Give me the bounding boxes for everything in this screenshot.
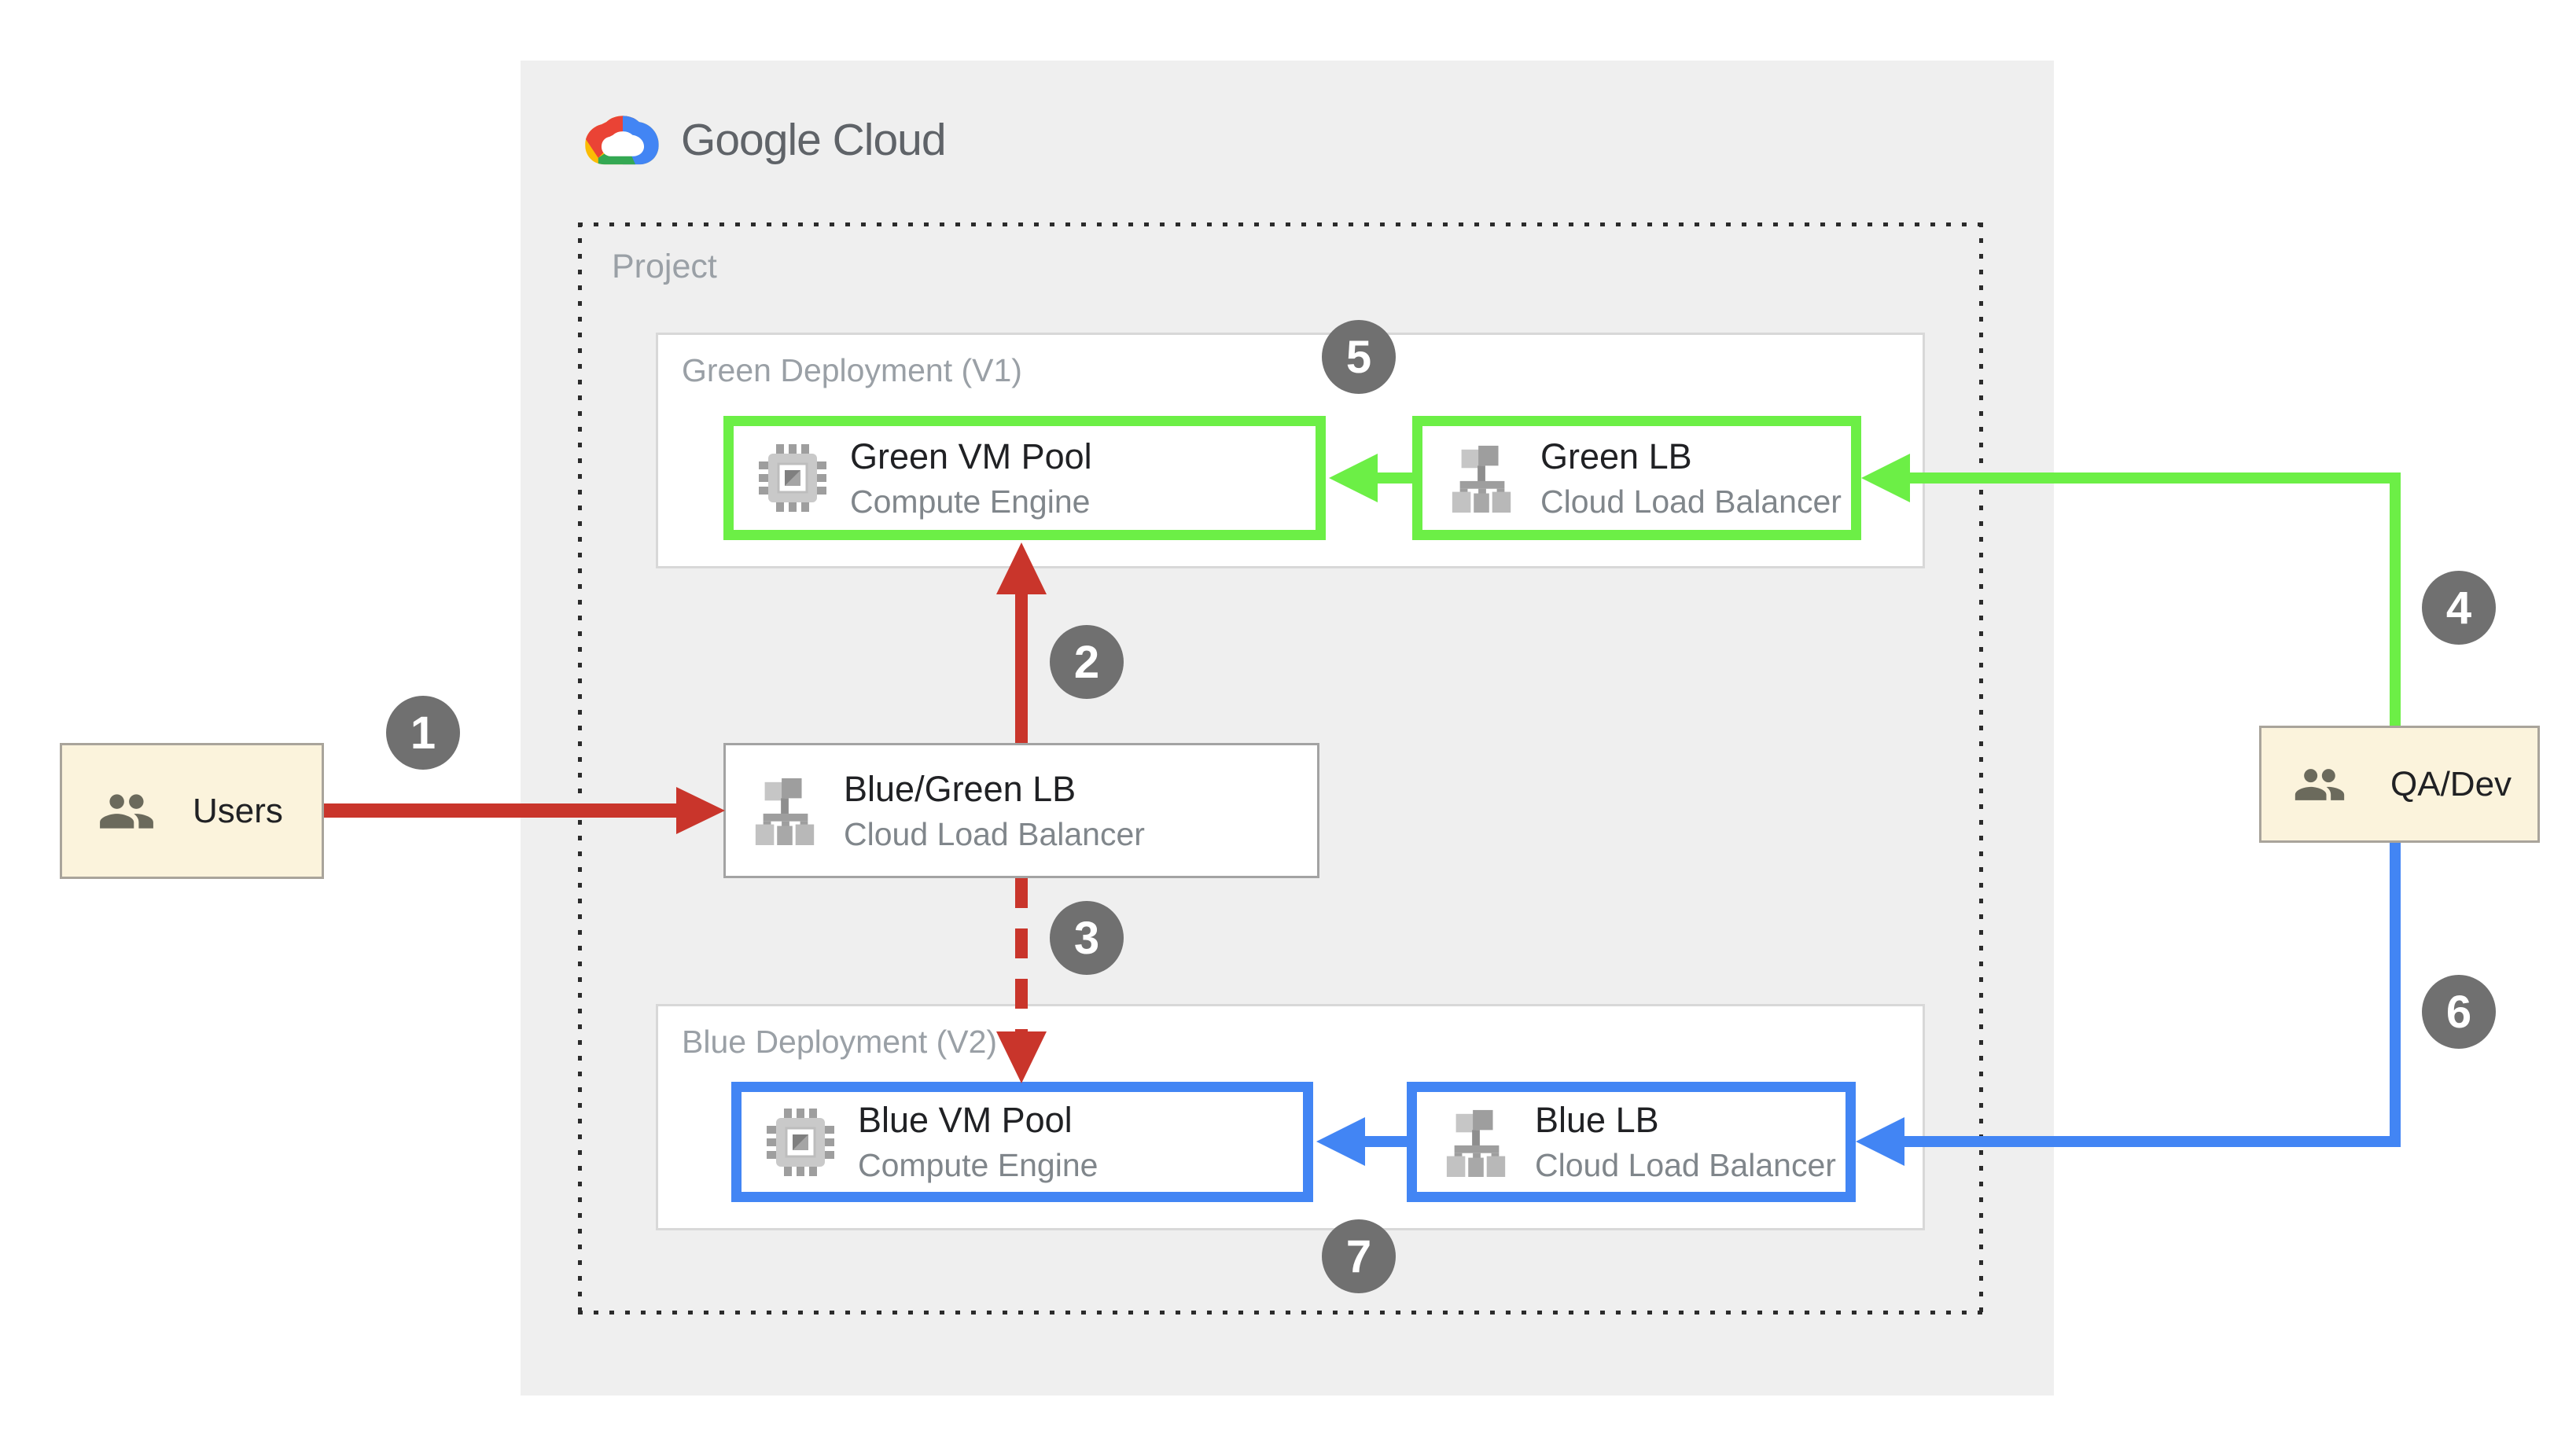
users-actor-box: Users xyxy=(60,743,324,879)
qa-dev-actor-box: QA/Dev xyxy=(2259,726,2540,843)
load-balancer-icon xyxy=(755,778,815,845)
step-badge-1: 1 xyxy=(386,696,460,770)
step-badge-2: 2 xyxy=(1050,625,1124,699)
google-cloud-logo-icon xyxy=(585,116,659,165)
project-border-top xyxy=(578,222,1983,226)
step-badge-6: 6 xyxy=(2422,975,2496,1049)
blue-vm-pool-node: Blue VM Pool Compute Engine xyxy=(731,1082,1313,1202)
project-container: Project xyxy=(578,222,1983,1314)
compute-engine-icon xyxy=(767,1108,834,1176)
blue-lb-title: Blue LB xyxy=(1535,1100,1659,1140)
green-vm-pool-node: Green VM Pool Compute Engine xyxy=(723,416,1326,540)
arrow-blue-lb-to-blue-vm-line xyxy=(1365,1136,1407,1147)
green-path-vertical-line xyxy=(2390,472,2401,726)
arrow-users-to-lb-head xyxy=(676,787,725,834)
project-label: Project xyxy=(612,248,717,285)
load-balancer-icon xyxy=(1446,1109,1506,1177)
arrow-blue-lb-to-blue-vm-head xyxy=(1316,1117,1365,1166)
brand-title: Google Cloud xyxy=(681,115,947,165)
qa-dev-label: QA/Dev xyxy=(2390,764,2512,803)
step-badge-7: 7 xyxy=(1322,1219,1396,1293)
blue-green-lb-title: Blue/Green LB xyxy=(844,768,1076,809)
arrow-lb-to-green-vm-head xyxy=(996,542,1047,594)
green-path-horizontal-line xyxy=(1910,472,2401,484)
arrow-green-lb-to-green-vm-head xyxy=(1329,454,1378,502)
users-icon xyxy=(100,793,153,829)
green-vm-pool-subtitle: Compute Engine xyxy=(850,483,1091,520)
green-deployment-label: Green Deployment (V1) xyxy=(682,352,1022,388)
blue-vm-pool-title: Blue VM Pool xyxy=(858,1100,1073,1140)
blue-vm-pool-subtitle: Compute Engine xyxy=(858,1147,1098,1183)
blue-green-lb-subtitle: Cloud Load Balancer xyxy=(844,815,1145,852)
green-lb-node: Green LB Cloud Load Balancer xyxy=(1412,416,1861,540)
arrow-users-to-lb-line xyxy=(324,803,678,818)
step-badge-3: 3 xyxy=(1050,901,1124,975)
compute-engine-icon xyxy=(759,444,826,512)
green-lb-subtitle: Cloud Load Balancer xyxy=(1540,483,1842,520)
blue-path-vertical-line xyxy=(2390,843,2401,1147)
arrow-qa-dev-to-blue-lb-head xyxy=(1856,1117,1904,1166)
arrow-lb-to-blue-vm-head xyxy=(996,1031,1047,1083)
blue-lb-subtitle: Cloud Load Balancer xyxy=(1535,1147,1836,1183)
green-lb-title: Green LB xyxy=(1540,436,1692,476)
arrow-lb-to-blue-vm-dashed-line xyxy=(1015,878,1028,1032)
arrow-qa-dev-to-green-lb-head xyxy=(1861,454,1910,502)
step-badge-5: 5 xyxy=(1322,320,1396,394)
project-border-right xyxy=(1979,222,1983,1314)
qa-dev-users-icon xyxy=(2294,768,2345,800)
blue-path-horizontal-line xyxy=(1904,1136,2401,1147)
arrow-green-lb-to-green-vm-line xyxy=(1378,472,1412,484)
load-balancer-icon xyxy=(1452,445,1511,513)
green-vm-pool-title: Green VM Pool xyxy=(850,436,1092,476)
project-border-left xyxy=(578,222,582,1314)
blue-deployment-label: Blue Deployment (V2) xyxy=(682,1024,998,1060)
brand-header: Google Cloud xyxy=(582,107,947,173)
blue-lb-node: Blue LB Cloud Load Balancer xyxy=(1407,1082,1856,1202)
users-label: Users xyxy=(193,791,283,830)
step-badge-4: 4 xyxy=(2422,571,2496,645)
arrow-lb-to-green-vm-line xyxy=(1015,591,1028,743)
project-border-bottom xyxy=(578,1311,1983,1314)
blue-green-lb-node: Blue/Green LB Cloud Load Balancer xyxy=(723,743,1319,878)
